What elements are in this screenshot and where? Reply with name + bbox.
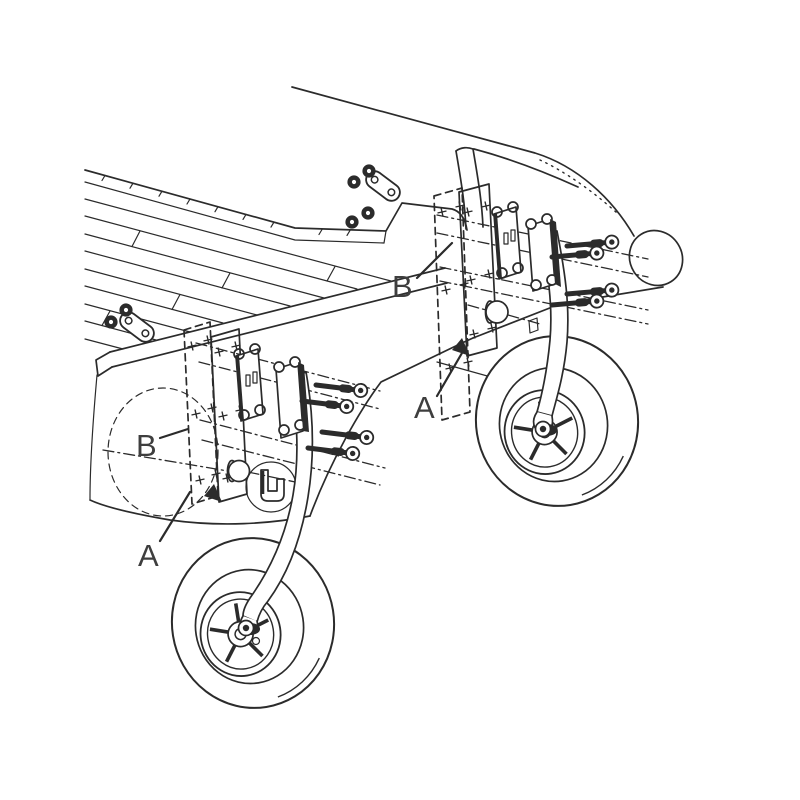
plank-seams (101, 230, 336, 327)
doubler-plate-b-left-hidden (183, 321, 219, 505)
hull-axis-centerline (102, 449, 235, 473)
callout-label-b-left: B (136, 428, 157, 463)
wing-planking (84, 169, 468, 350)
right-axle-fork (532, 411, 558, 438)
hull-left-edge (89, 374, 98, 500)
gear-leg-tab-right (528, 317, 539, 334)
left-gear-assembly (157, 321, 386, 722)
callout-b-right: B (392, 241, 454, 304)
callout-label-a-right: A (414, 390, 435, 425)
gear-saddle-bracket-inner-left (233, 343, 266, 422)
left-axle-fork (237, 615, 261, 646)
bushing-cap-left (226, 459, 251, 483)
hidden-frame-line (539, 159, 619, 215)
fuselage-shoulder-line (473, 148, 579, 188)
hull-end-circle-hidden (107, 387, 219, 517)
nut (345, 215, 359, 229)
gear-saddle-bracket-inner-right (491, 201, 524, 280)
nut (347, 175, 361, 189)
wing-root-rail (95, 267, 448, 377)
callouts: B A B A (136, 241, 464, 573)
doubler-plate-b-right-hidden (433, 187, 471, 421)
nut (361, 206, 375, 220)
gear-saddle-bracket-outer-left (273, 356, 309, 439)
fuselage-chine (309, 337, 474, 517)
mount-plate-a-right (458, 183, 498, 357)
plank-joint-nicks (101, 174, 351, 236)
nut (104, 315, 118, 329)
callout-a-right: A (414, 351, 464, 425)
link-plate-fasteners (104, 164, 405, 347)
bushing-cap-right (484, 300, 509, 324)
plate-corner-wedge-right (452, 338, 470, 356)
hull-bottom-edge (89, 499, 311, 525)
callout-b-left: B (136, 427, 190, 463)
right-gear-assembly (433, 183, 653, 520)
gear-saddle-bracket-outer-right (525, 213, 561, 292)
callout-label-a-left: A (138, 538, 159, 573)
fuselage-top-ridge (291, 86, 635, 237)
callout-label-b-right: B (392, 269, 413, 304)
plank-lines (84, 198, 392, 350)
callout-a-left: A (138, 490, 192, 573)
nut (119, 303, 133, 317)
hull-cutout-and-hook (245, 461, 297, 513)
plate-corner-wedge-left (204, 484, 222, 502)
nut (362, 164, 376, 178)
